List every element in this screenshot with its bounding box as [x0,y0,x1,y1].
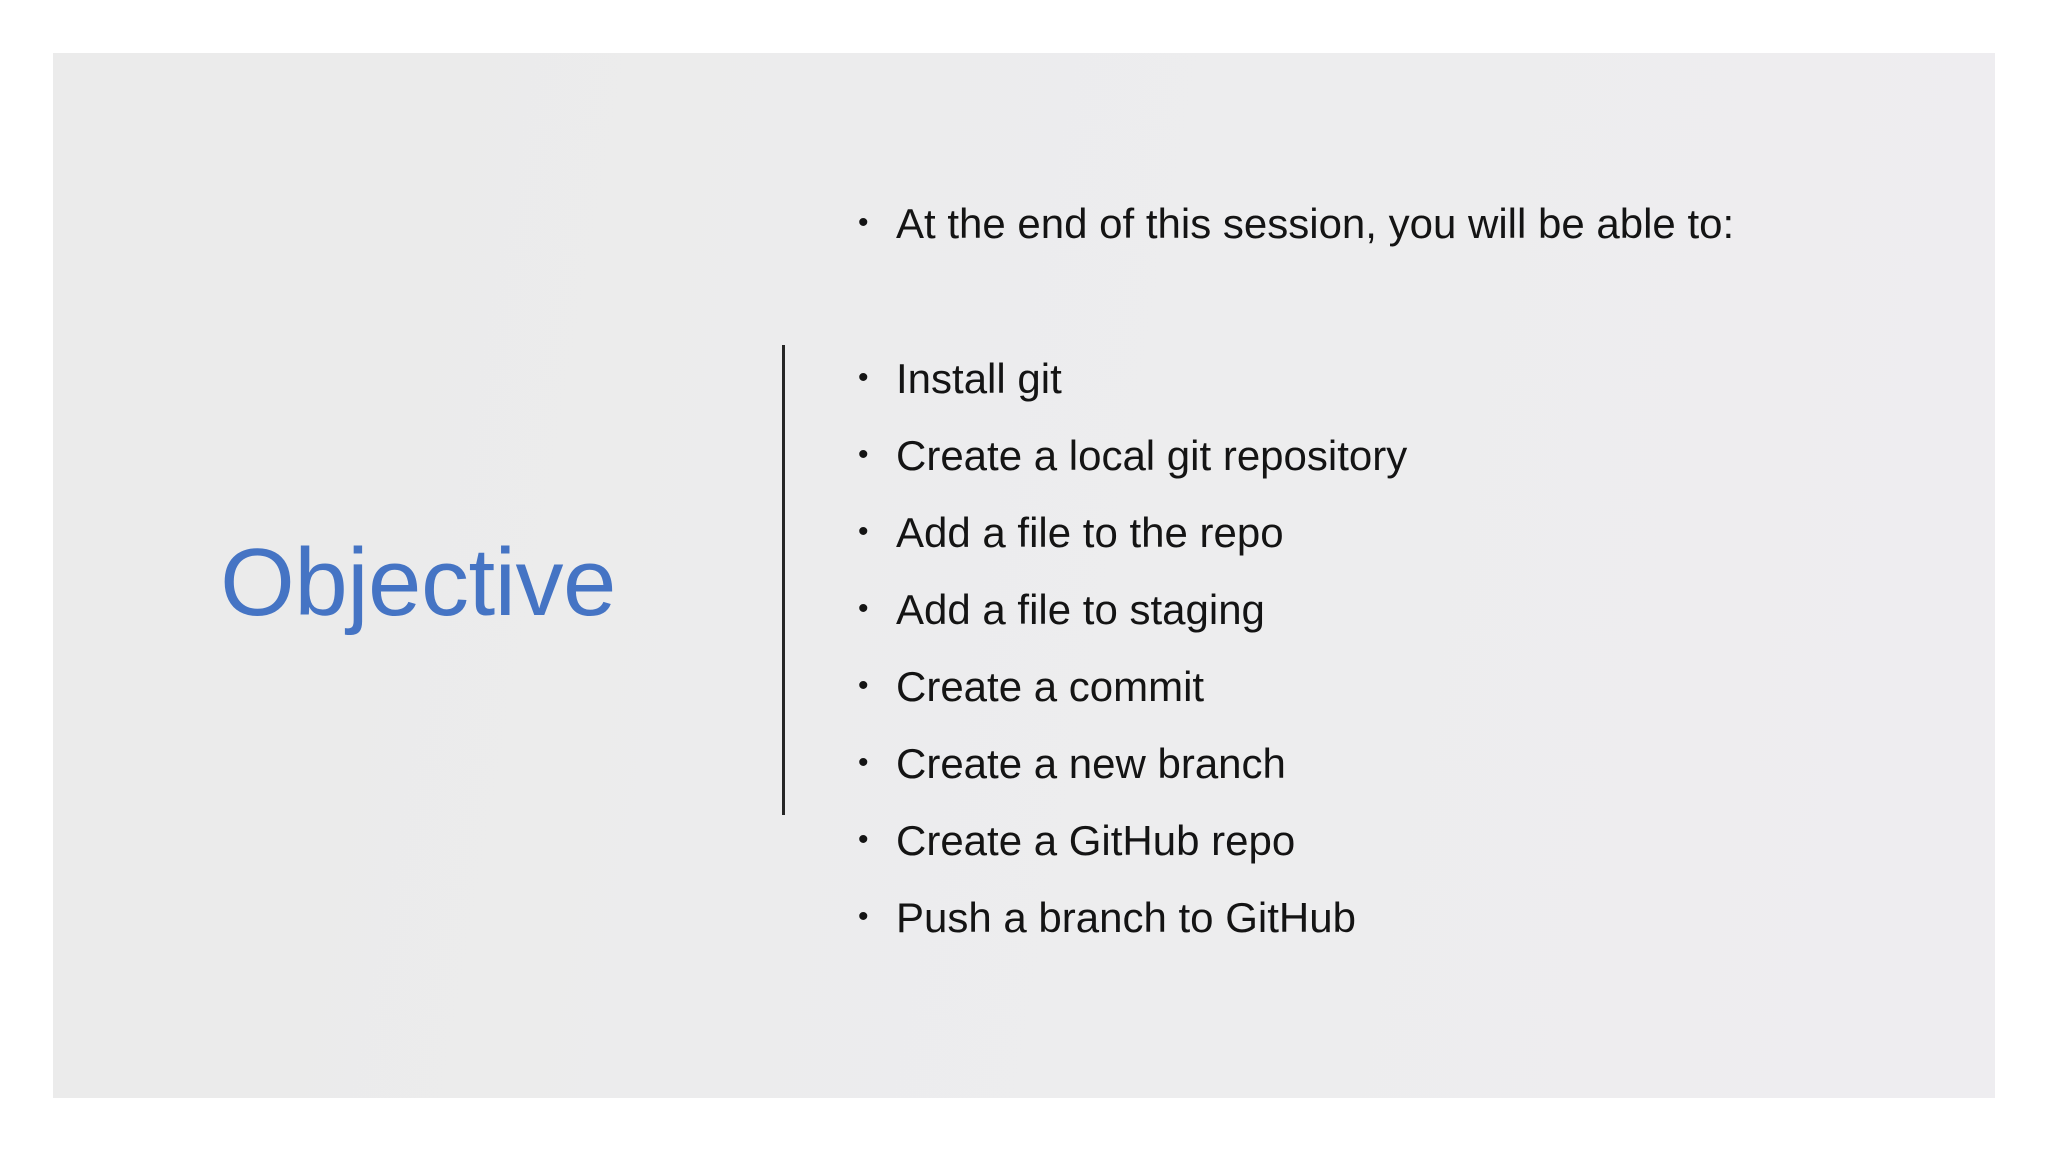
list-item-label: Create a local git repository [896,432,1408,479]
bullet-dot-icon: • [858,515,869,548]
bullet-dot-icon: • [858,438,869,471]
bullet-dot-icon: • [858,361,869,394]
list-item-label: Push a branch to GitHub [896,894,1356,941]
list-item-label: Create a new branch [896,740,1286,787]
bullet-dot-icon: • [858,206,869,239]
list-spacer [858,280,1958,358]
title-block: Objective [53,473,783,693]
list-item-label: Install git [896,355,1062,402]
slide-content-panel: Objective • At the end of this session, … [53,53,1995,1098]
list-item: • Install git [858,358,1958,435]
list-item-label: At the end of this session, you will be … [896,200,1735,247]
list-item-label: Create a commit [896,663,1205,710]
bullet-dot-icon: • [858,746,869,779]
vertical-divider [782,345,785,815]
list-item: • Push a branch to GitHub [858,897,1958,974]
list-item: • Create a new branch [858,743,1958,820]
list-item: • Create a commit [858,666,1958,743]
page-title: Objective [220,528,616,636]
bullet-dot-icon: • [858,823,869,856]
list-item-label: Add a file to the repo [896,509,1284,556]
list-item-label: Create a GitHub repo [896,817,1296,864]
bullet-dot-icon: • [858,900,869,933]
list-item-label: Add a file to staging [896,586,1265,633]
bullet-dot-icon: • [858,669,869,702]
list-item: • Create a GitHub repo [858,820,1958,897]
list-item: • Add a file to the repo [858,512,1958,589]
list-item: • Add a file to staging [858,589,1958,666]
bullet-dot-icon: • [858,592,869,625]
list-item: • Create a local git repository [858,435,1958,512]
list-item-intro: • At the end of this session, you will b… [858,203,1958,280]
bullet-list: • At the end of this session, you will b… [858,203,1958,974]
